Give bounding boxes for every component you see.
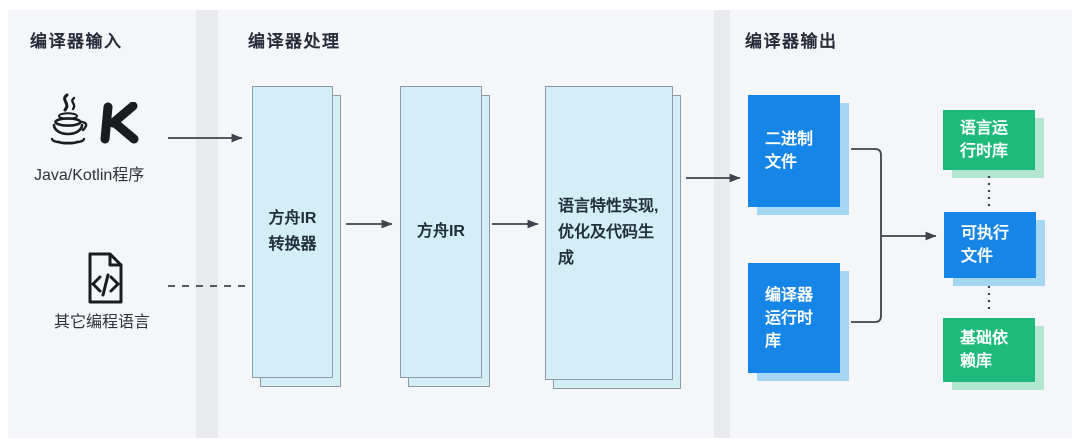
binary-file-box: 二进制 文件 — [748, 95, 849, 215]
language-runtime-box: 语言运 行时库 — [943, 110, 1044, 178]
other-langs-label: 其它编程语言 — [54, 314, 151, 331]
code-file-icon — [88, 252, 123, 304]
output-section-title: 编译器输出 — [745, 32, 838, 51]
processing-section-title: 编译器处理 — [248, 32, 341, 51]
compiler-runtime-box: 编译器 运行时 库 — [748, 263, 849, 381]
ark-ir-converter-box: 方舟IR 转换器 — [252, 86, 341, 387]
ark-ir-converter-label: 方舟IR 转换器 — [252, 86, 333, 378]
base-deps-box: 基础依 赖库 — [943, 318, 1044, 390]
input-panel — [8, 10, 196, 438]
panel-divider — [714, 10, 730, 438]
codegen-label: 语言特性实现, 优化及代码生 成 — [545, 86, 673, 380]
executable-file-label: 可执行 文件 — [944, 212, 1036, 278]
ark-ir-label: 方舟IR — [400, 86, 482, 378]
language-runtime-label: 语言运 行时库 — [943, 110, 1035, 170]
kotlin-k-icon — [100, 102, 139, 144]
input-section-title: 编译器输入 — [30, 32, 123, 51]
codegen-box: 语言特性实现, 优化及代码生 成 — [545, 86, 681, 389]
executable-file-box: 可执行 文件 — [944, 212, 1045, 286]
base-deps-label: 基础依 赖库 — [943, 318, 1035, 382]
compiler-runtime-label: 编译器 运行时 库 — [748, 263, 840, 373]
binary-file-label: 二进制 文件 — [748, 95, 840, 207]
ark-ir-box: 方舟IR — [400, 86, 490, 387]
java-kotlin-label: Java/Kotlin程序 — [34, 167, 145, 184]
java-coffee-icon — [50, 93, 88, 145]
panel-divider — [196, 10, 218, 438]
